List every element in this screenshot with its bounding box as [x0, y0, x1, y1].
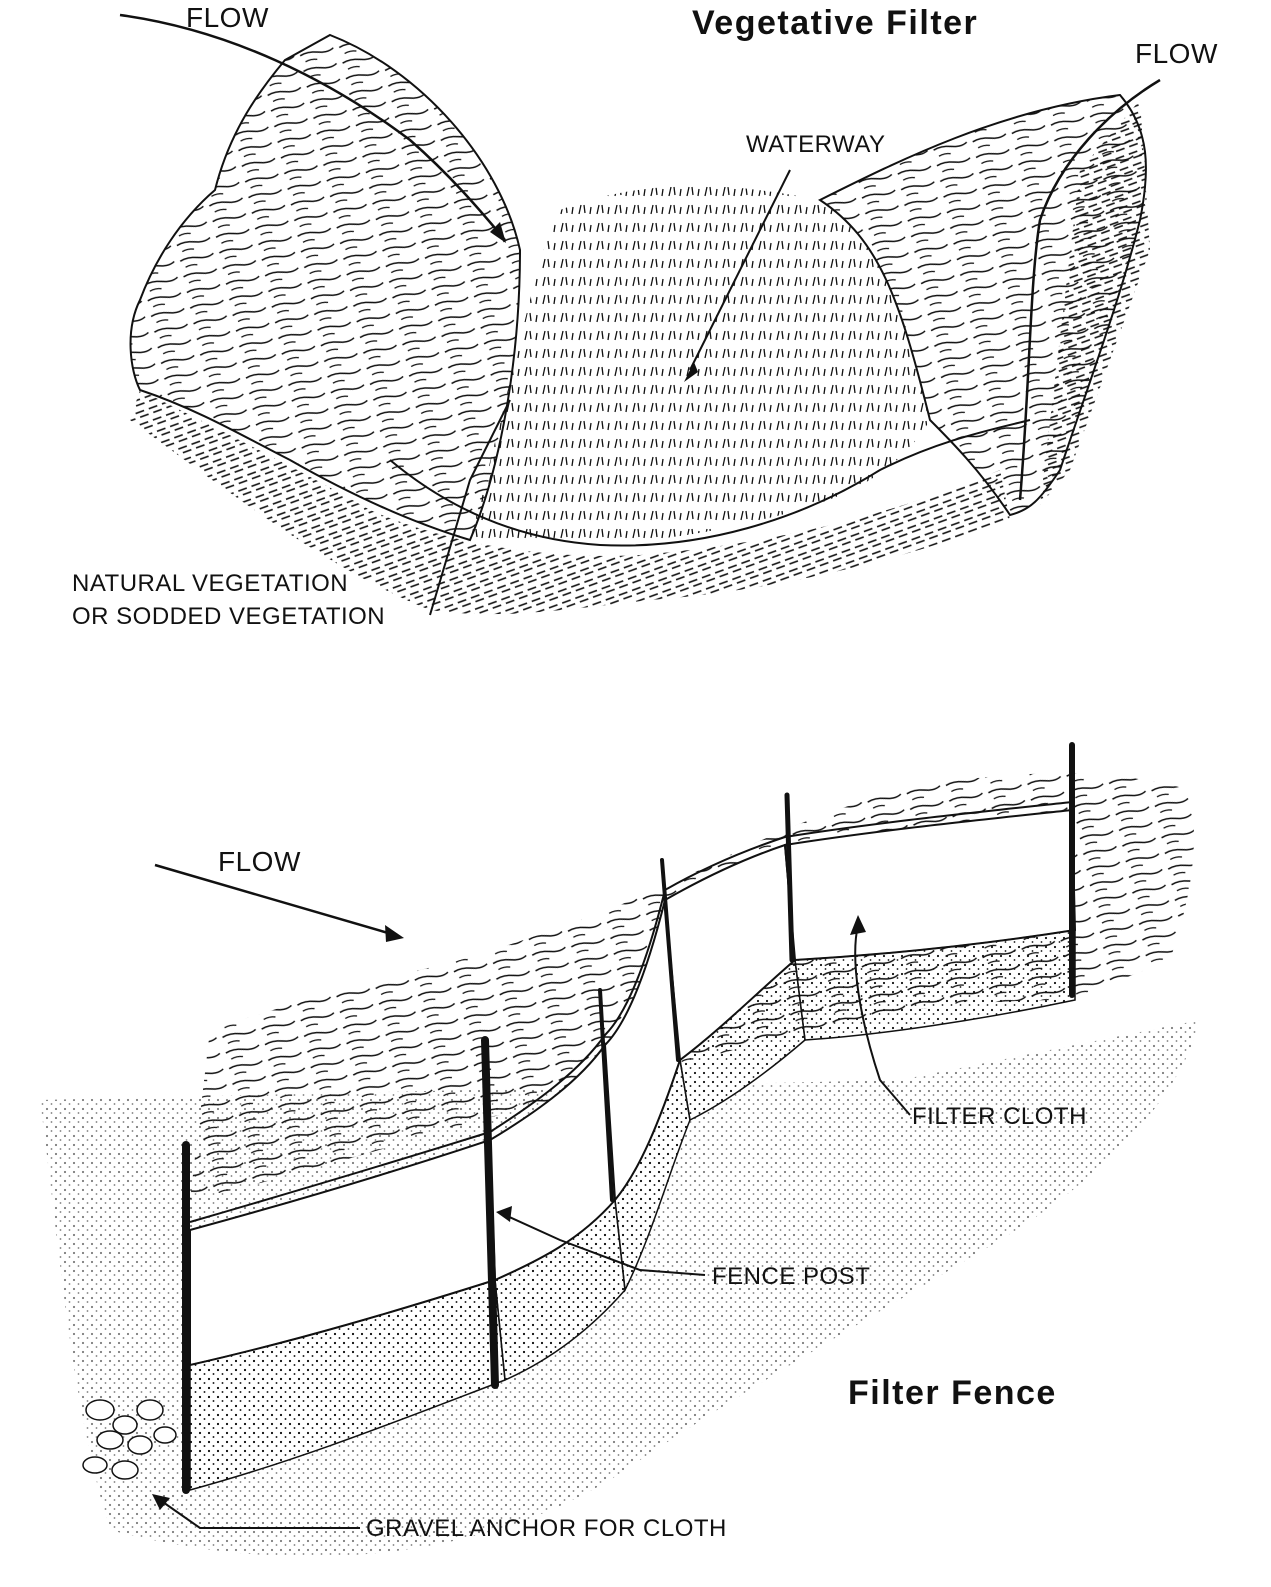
vegetation-leader	[429, 399, 511, 616]
flow-arrow-fence	[154, 863, 396, 937]
trench-5	[794, 929, 1076, 1041]
fence-post-label: FENCE POST	[712, 1263, 871, 1290]
fence-post-leader	[504, 1214, 706, 1276]
vegetative-filter-illustration	[119, 13, 1161, 616]
gravel-anchor-label: GRAVEL ANCHOR FOR CLOTH	[366, 1515, 727, 1542]
vegetative-filter-title: Vegetative Filter	[692, 4, 979, 42]
flow-label-top-left: FLOW	[186, 2, 269, 33]
waterway-floor	[470, 186, 930, 544]
flow-arrow-left	[119, 13, 506, 241]
top-wire	[189, 801, 1073, 1223]
filter-cloth-leader	[854, 924, 911, 1116]
channel-edge	[389, 419, 1031, 547]
fence-post-2	[481, 1036, 499, 1389]
flow-label-top-right: FLOW	[1135, 38, 1218, 69]
gravel-anchor	[82, 1399, 177, 1480]
filter-fence-illustration	[40, 742, 1200, 1557]
fence-post-5	[784, 792, 795, 963]
gravel-anchor-leader	[159, 1499, 360, 1529]
filter-cloth-label: FILTER CLOTH	[912, 1103, 1087, 1130]
filter-fence-title: Filter Fence	[848, 1374, 1057, 1412]
fence-post-4	[660, 858, 680, 1062]
vegetation-label-line1: NATURAL VEGETATION	[72, 570, 349, 597]
vegetation-label-line2: OR SODDED VEGETATION	[72, 603, 386, 630]
right-embankment	[1040, 100, 1150, 505]
waterway-leader	[689, 169, 791, 371]
left-slope	[129, 33, 522, 542]
fence-post-3	[598, 988, 614, 1202]
fence-posts	[182, 742, 1075, 1494]
waterway-label: WATERWAY	[746, 131, 886, 158]
flow-label-fence: FLOW	[218, 846, 301, 877]
flow-arrow-right	[1018, 78, 1161, 501]
front-bank	[130, 390, 1010, 615]
